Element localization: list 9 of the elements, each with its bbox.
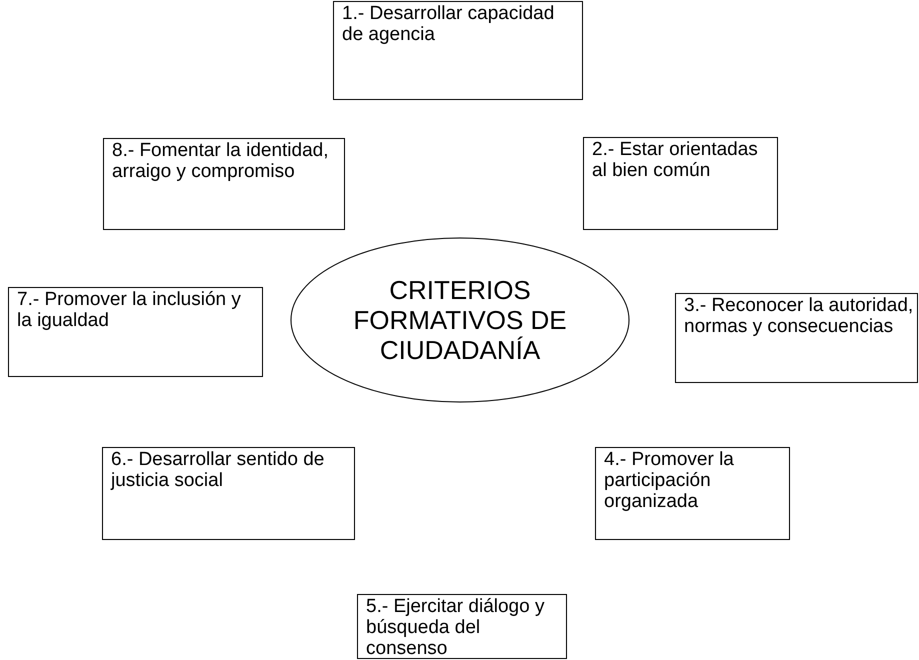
criterion-box: 7.- Promover la inclusión y la igualdad xyxy=(8,287,263,377)
criterion-box: 5.- Ejercitar diálogo y búsqueda del consenso xyxy=(357,594,567,659)
center-title: CRITERIOS FORMATIVOS DE CIUDADANÍA xyxy=(352,275,568,365)
criterion-box: 1.- Desarrollar capacidad de agencia xyxy=(333,1,583,100)
criterion-box: 4.- Promover la participación organizada xyxy=(595,447,790,540)
criterion-box: 3.- Reconocer la autoridad, normas y consecuencias xyxy=(675,293,918,383)
criterion-box: 6.- Desarrollar sentido de justicia social xyxy=(102,447,355,540)
criterion-box: 2.- Estar orientadas al bien común xyxy=(583,137,778,230)
criterion-box: 8.- Fomentar la identidad, arraigo y compromiso xyxy=(103,138,345,230)
